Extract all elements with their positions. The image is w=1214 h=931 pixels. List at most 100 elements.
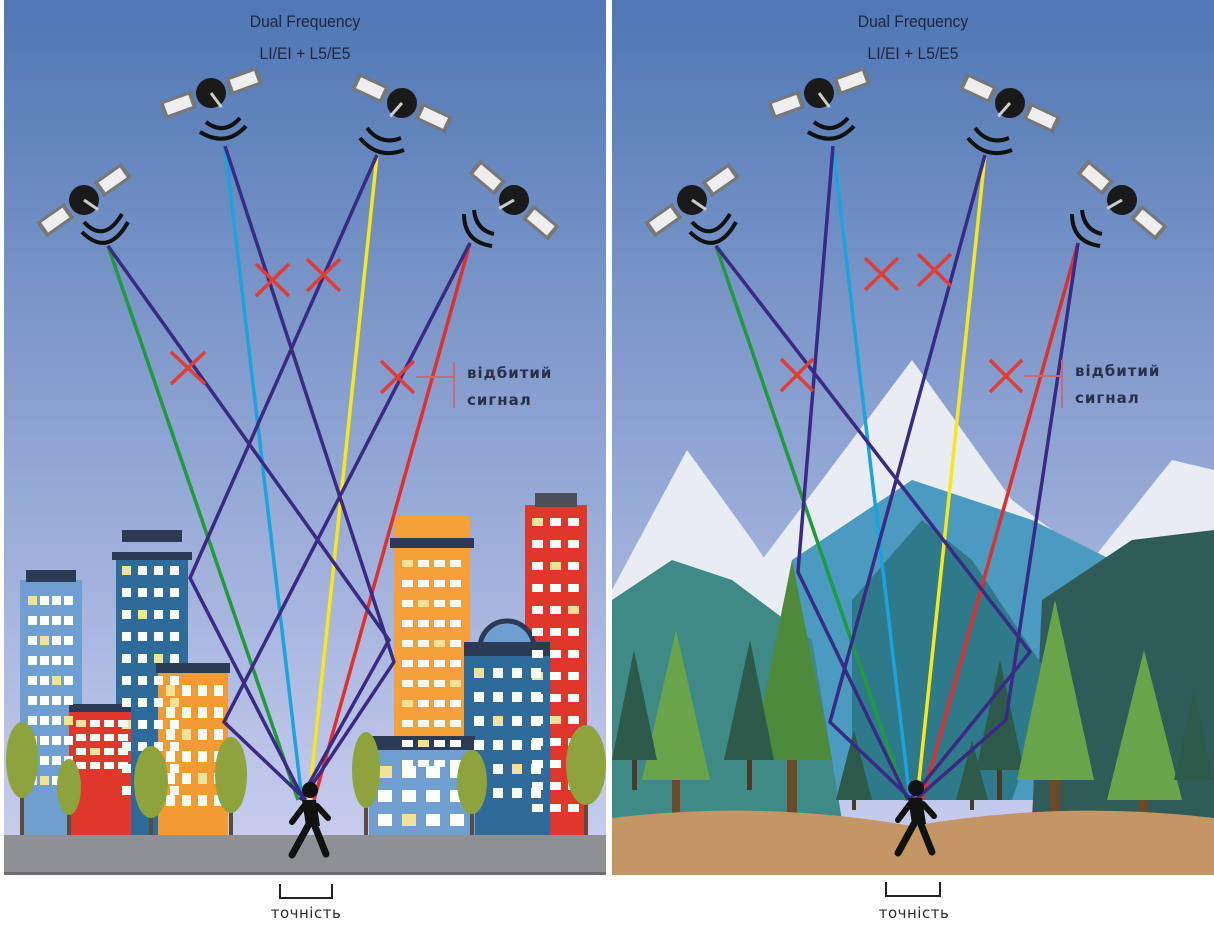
window: [170, 632, 179, 641]
window: [138, 632, 147, 641]
window: [474, 740, 484, 750]
window: [532, 804, 543, 812]
callout-bracket: [1024, 360, 1063, 408]
window: [550, 782, 561, 790]
window: [418, 600, 429, 607]
window: [122, 698, 131, 707]
window: [40, 636, 49, 645]
window: [402, 600, 413, 607]
window: [434, 700, 445, 707]
window: [418, 700, 429, 707]
window: [532, 782, 543, 790]
blocked-marks: [169, 257, 416, 395]
x-mark: [254, 262, 291, 298]
window: [568, 672, 579, 680]
signal-blue: [831, 145, 912, 801]
window: [532, 606, 543, 614]
window: [550, 672, 561, 680]
window: [568, 584, 579, 592]
window: [450, 740, 461, 747]
window: [154, 698, 163, 707]
window: [512, 764, 522, 774]
window: [531, 764, 541, 774]
window: [512, 716, 522, 726]
window: [182, 685, 191, 696]
satellite-icon: [959, 72, 1061, 134]
window: [474, 716, 484, 726]
window: [402, 766, 416, 778]
window: [434, 760, 445, 767]
window: [418, 680, 429, 687]
window: [198, 685, 207, 696]
window: [64, 636, 73, 645]
x-mark: [305, 257, 342, 293]
pine-tree: [1174, 690, 1214, 780]
window: [402, 740, 413, 747]
window: [154, 720, 163, 729]
window: [550, 606, 561, 614]
window: [550, 804, 561, 812]
window: [76, 734, 86, 741]
window: [104, 734, 114, 741]
pine-tree: [642, 630, 710, 830]
window: [52, 636, 61, 645]
window: [531, 716, 541, 726]
window: [532, 540, 543, 548]
window: [402, 760, 413, 767]
window: [450, 680, 461, 687]
window: [40, 756, 49, 765]
window: [182, 795, 191, 806]
reflected-path-1: [714, 244, 1033, 802]
window: [90, 734, 100, 741]
window: [154, 742, 163, 751]
window: [434, 600, 445, 607]
window: [122, 588, 131, 597]
window: [154, 610, 163, 619]
window: [118, 748, 128, 755]
window: [170, 566, 179, 575]
window: [198, 773, 207, 784]
conifer-trees: [612, 560, 1214, 830]
window: [434, 560, 445, 567]
window: [512, 668, 522, 678]
window: [418, 760, 429, 767]
window: [532, 584, 543, 592]
window: [170, 610, 179, 619]
window: [450, 600, 461, 607]
window: [90, 748, 100, 755]
window: [426, 766, 440, 778]
window: [568, 562, 579, 570]
window: [122, 610, 131, 619]
window: [118, 734, 128, 741]
window: [402, 640, 413, 647]
reflected-path-3: [828, 154, 987, 802]
window: [52, 696, 61, 705]
window: [550, 694, 561, 702]
window: [182, 707, 191, 718]
window: [450, 640, 461, 647]
window: [166, 729, 175, 740]
window: [450, 700, 461, 707]
window: [434, 580, 445, 587]
window: [40, 776, 49, 785]
window: [474, 668, 484, 678]
window: [166, 795, 175, 806]
satellite-icon: [36, 162, 132, 238]
window: [182, 751, 191, 762]
window: [154, 676, 163, 685]
window: [434, 660, 445, 667]
satellite-icon: [159, 66, 263, 120]
window: [426, 790, 440, 802]
window: [64, 656, 73, 665]
window: [568, 650, 579, 658]
window: [76, 748, 86, 755]
window: [550, 518, 561, 526]
callout-bracket: [416, 362, 455, 408]
reflected-path-4: [913, 242, 1080, 802]
pine-tree: [1017, 600, 1094, 820]
window: [52, 736, 61, 745]
title-line2: LI/EI + L5/E5: [867, 44, 959, 63]
window: [104, 762, 114, 769]
mountain-panel: Dual Frequency LI/EI + L5/E5 відбитий си…: [612, 0, 1214, 931]
window: [170, 588, 179, 597]
